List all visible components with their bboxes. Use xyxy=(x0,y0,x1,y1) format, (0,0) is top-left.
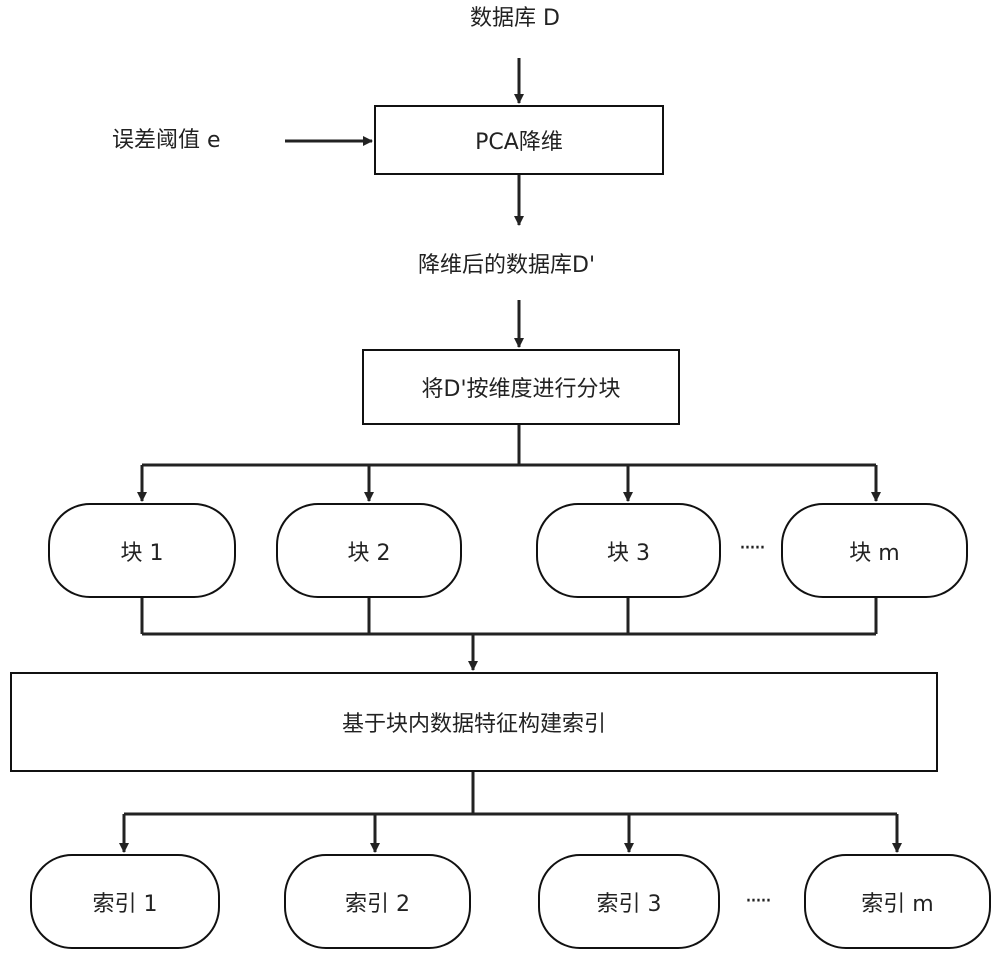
index-3: 索引 3 xyxy=(538,854,720,949)
index-3-label: 索引 3 xyxy=(596,891,662,917)
index-step-label: 基于块内数据特征构建索引 xyxy=(341,712,606,737)
block-3: 块 3 xyxy=(536,503,721,598)
block-1-label: 块 1 xyxy=(120,540,164,566)
index-2: 索引 2 xyxy=(284,854,471,949)
pca-step-label: PCA降维 xyxy=(475,130,563,155)
index-m: 索引 m xyxy=(804,854,991,949)
input-database-label: 数据库 D xyxy=(470,6,560,31)
block-1: 块 1 xyxy=(48,503,236,598)
partition-step-label: 将D'按维度进行分块 xyxy=(421,377,621,402)
blocks-ellipsis: ····· xyxy=(739,536,766,561)
pca-step-box: PCA降维 xyxy=(374,105,664,175)
block-2-label: 块 2 xyxy=(347,540,391,566)
index-step-box: 基于块内数据特征构建索引 xyxy=(10,672,938,772)
reduced-database-label: 降维后的数据库D' xyxy=(418,253,595,278)
block-2: 块 2 xyxy=(276,503,462,598)
index-m-label: 索引 m xyxy=(861,891,934,917)
index-2-label: 索引 2 xyxy=(345,891,410,917)
indexes-ellipsis: ····· xyxy=(745,889,772,914)
block-m-label: 块 m xyxy=(849,540,900,566)
index-1-label: 索引 1 xyxy=(92,891,158,917)
block-m: 块 m xyxy=(781,503,968,598)
block-3-label: 块 3 xyxy=(607,540,650,566)
partition-step-box: 将D'按维度进行分块 xyxy=(362,349,680,425)
index-1: 索引 1 xyxy=(30,854,220,949)
error-threshold-label: 误差阈值 e xyxy=(112,128,221,153)
